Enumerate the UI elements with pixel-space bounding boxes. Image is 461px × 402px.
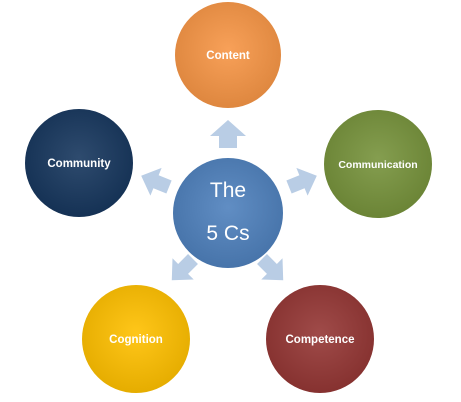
arrow-to-community: [141, 167, 172, 196]
community-label: Community: [47, 158, 111, 170]
center-label-line2: 5 Cs: [206, 222, 249, 245]
competence-label: Competence: [285, 334, 354, 346]
cognition-node: Cognition: [82, 285, 190, 393]
arrow-to-communication: [286, 167, 317, 196]
center-label-line1: The: [210, 179, 246, 202]
competence-node: Competence: [266, 285, 374, 393]
center-node: The 5 Cs: [173, 158, 283, 268]
cognition-label: Cognition: [109, 334, 163, 346]
arrow-to-competence: [257, 254, 284, 281]
communication-label: Communication: [338, 159, 417, 171]
arrow-to-cognition: [171, 254, 198, 281]
content-label: Content: [206, 50, 250, 62]
communication-node: Communication: [324, 110, 432, 218]
content-node: Content: [175, 2, 281, 108]
community-node: Community: [25, 109, 133, 217]
arrow-to-content: [210, 120, 246, 148]
